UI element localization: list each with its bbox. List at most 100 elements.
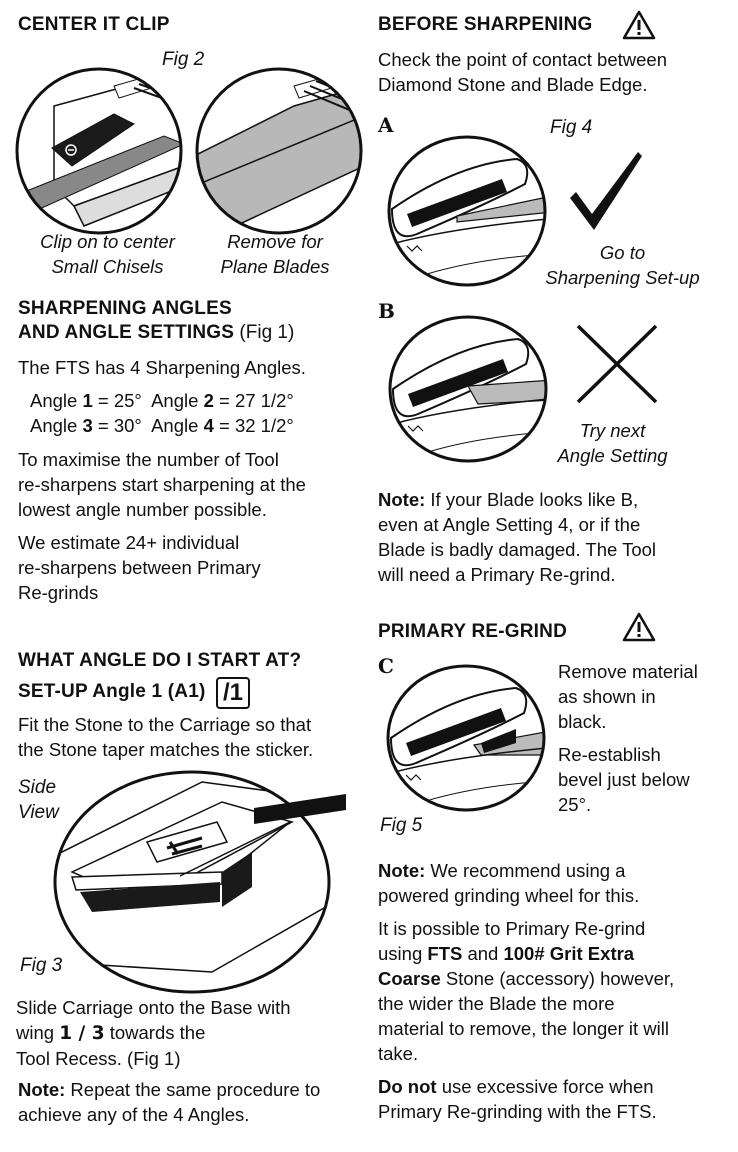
text-line: View (18, 802, 59, 823)
text-line: lowest angle number possible. (18, 499, 267, 520)
angle-word: Angle (151, 415, 199, 436)
text-line: black. (558, 711, 607, 732)
angle-2-value: = 27 1/2° (219, 390, 294, 411)
text-line: Diamond Stone and Blade Edge. (378, 74, 648, 95)
text-span: use excessive force when (441, 1076, 654, 1097)
text-span: using (378, 943, 423, 964)
text-line: the Stone taper matches the sticker. (18, 739, 314, 760)
text-line: will need a Primary Re-grind. (378, 564, 616, 585)
text-line: Primary Re-grinding with the FTS. (378, 1101, 657, 1122)
fit-stone-paragraph: Fit the Stone to the Carriage so that th… (18, 712, 313, 762)
text-line: 25°. (558, 794, 592, 815)
center-clip-heading: CENTER IT CLIP (18, 14, 170, 35)
angle-2-number: 2 (203, 390, 214, 411)
fig3-label: Fig 3 (20, 955, 63, 976)
fig2-caption-right: Remove for Plane Blades (195, 229, 355, 279)
note-label: Note: (378, 860, 426, 881)
angle-word: Angle (30, 390, 78, 411)
angles-heading-line2: AND ANGLE SETTINGS (Fig 1) (18, 322, 294, 344)
start-heading: WHAT ANGLE DO I START AT? (18, 650, 302, 671)
text-line: as shown in (558, 686, 656, 707)
angle-1-value: = 25° (97, 390, 142, 411)
wing-numbers: 1 / 3 (59, 1023, 105, 1044)
text-line: using FTS and 100# Grit Extra (378, 941, 674, 966)
text-line: Angle Setting (557, 445, 668, 466)
angles-heading-text: AND ANGLE SETTINGS (18, 322, 235, 343)
warning-icon (622, 612, 656, 642)
before-sharpening-heading: BEFORE SHARPENING (378, 14, 593, 35)
text-line: Fit the Stone to the Carriage so that (18, 714, 312, 735)
fig4-a-contact-illustration (387, 135, 547, 287)
label-b: B (378, 299, 395, 323)
text-line: bevel just below (558, 769, 690, 790)
stone-name: Coarse (378, 968, 441, 989)
slide-carriage-paragraph: Slide Carriage onto the Base with wing 1… (16, 995, 291, 1071)
angles-heading-line1: SHARPENING ANGLES (18, 298, 232, 319)
angles-heading-figref: (Fig 1) (239, 322, 295, 343)
check-contact-paragraph: Check the point of contact between Diamo… (378, 47, 667, 97)
fig5-label: Fig 5 (380, 815, 423, 836)
setup-line: SET-UP Angle 1 (A1) /1 (18, 677, 250, 709)
product-name: FTS (427, 943, 463, 964)
text-line: Side (18, 777, 57, 798)
text-line: the wider the Blade the more (378, 993, 615, 1014)
text-line: Remove material (558, 661, 698, 682)
text-line: Sharpening Set-up (545, 267, 700, 288)
estimate-paragraph: We estimate 24+ individual re-sharpens b… (18, 530, 261, 605)
maximise-paragraph: To maximise the number of Tool re-sharpe… (18, 447, 306, 522)
text-line: To maximise the number of Tool (18, 449, 279, 470)
text-line: Tool Recess. (Fig 1) (16, 1048, 181, 1069)
stone-taper-pointer (179, 794, 346, 877)
text-line: Try next (579, 420, 646, 441)
go-to-setup-caption: Go to Sharpening Set-up (530, 240, 715, 290)
grinding-wheel-note: Note: We recommend using a powered grind… (378, 858, 639, 908)
angle-4-value: = 32 1/2° (219, 415, 294, 436)
text-line: re-sharpens between Primary (18, 557, 261, 578)
reestablish-bevel-text: Re-establish bevel just below 25°. (558, 742, 690, 817)
note-label: Note: (18, 1079, 66, 1100)
remove-material-text: Remove material as shown in black. (558, 659, 698, 734)
text-span: and (467, 943, 499, 964)
checkmark-icon (570, 152, 642, 230)
setup-text: SET-UP Angle 1 (A1) (18, 681, 206, 703)
warning-icon (622, 10, 656, 40)
angle-row-1: Angle 1 = 25° Angle 2 = 27 1/2° (30, 388, 294, 413)
fig2-caption-left: Clip on to center Small Chisels (20, 229, 195, 279)
text-line: even at Angle Setting 4, or if the (378, 514, 641, 535)
text-line: achieve any of the 4 Angles. (18, 1104, 250, 1125)
angle-1-number: 1 (82, 390, 93, 411)
angle-word: Angle (151, 390, 199, 411)
note-label: Note: (378, 489, 426, 510)
text-line: wing 1 / 3 towards the (16, 1020, 291, 1046)
text-line: Check the point of contact between (378, 49, 667, 70)
text-line: Blade is badly damaged. The Tool (378, 539, 657, 560)
label-a: A (378, 113, 394, 137)
text-span: Repeat the same procedure to (70, 1079, 321, 1100)
fig2-clip-on-illustration (15, 67, 183, 235)
caption-right-line: Plane Blades (220, 256, 330, 277)
warning-bold: Do not (378, 1076, 437, 1097)
excessive-force-warning: Do not use excessive force when Primary … (378, 1074, 657, 1124)
text-line: re-sharpens start sharpening at the (18, 474, 306, 495)
angle-row-2: Angle 3 = 30° Angle 4 = 32 1/2° (30, 413, 294, 438)
try-next-caption: Try next Angle Setting (540, 418, 685, 468)
fig4-label: Fig 4 (550, 117, 593, 138)
text-span: We recommend using a (430, 860, 626, 881)
text-line: Slide Carriage onto the Base with (16, 997, 291, 1018)
text-span: If your Blade looks like B, (430, 489, 639, 510)
fig5-regrind-illustration (386, 664, 546, 812)
blade-b-note: Note: If your Blade looks like B, even a… (378, 487, 656, 587)
angle-1-badge: /1 (215, 677, 250, 709)
text-line: Go to (599, 242, 646, 263)
fig2-label: Fig 2 (162, 49, 205, 70)
text-line: Note: Repeat the same procedure to (18, 1077, 320, 1102)
text-line: Note: If your Blade looks like B, (378, 487, 656, 512)
text-line: Do not use excessive force when (378, 1074, 657, 1099)
stone-name: 100# Grit Extra (503, 943, 635, 964)
text-line: Note: We recommend using a (378, 858, 639, 883)
angle-word: Angle (30, 415, 78, 436)
angle-3-number: 3 (82, 415, 93, 436)
cross-icon (576, 324, 658, 404)
repeat-note: Note: Repeat the same procedure to achie… (18, 1077, 320, 1127)
angle-4-number: 4 (203, 415, 214, 436)
